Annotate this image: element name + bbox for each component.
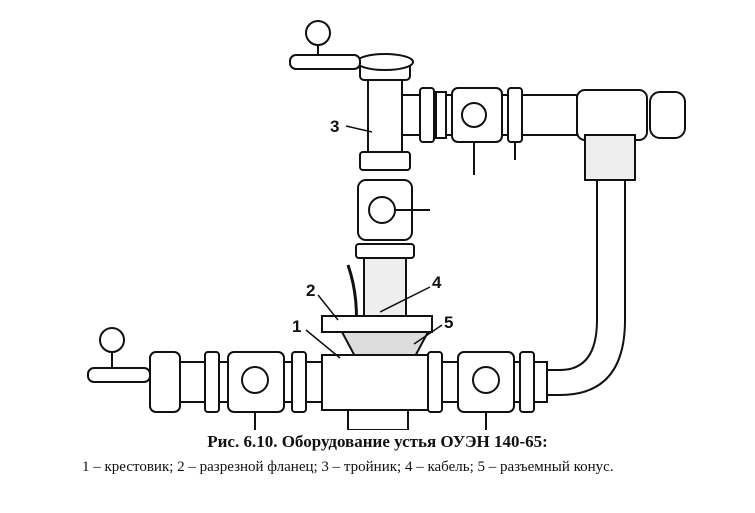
upper-right-cross (576, 89, 648, 141)
flange-right-1 (419, 87, 435, 143)
lower-cross-body (321, 354, 433, 411)
flange-right-2 (435, 91, 447, 139)
left-end-cap (149, 351, 181, 413)
figure-caption-legend: 1 – крестовик; 2 – разрезной фланец; 3 –… (82, 459, 614, 475)
top-manometer-icon (305, 20, 331, 46)
tee-bottom-flange (359, 151, 411, 171)
tee-top-cap (356, 53, 414, 71)
callout-label-4: 4 (432, 273, 442, 292)
leader-2 (317, 294, 339, 321)
wellhead-equipment-diagram: 1 2 3 4 5 (87, 20, 686, 430)
bypass-pipe (540, 180, 626, 396)
left-flange-2 (291, 351, 307, 413)
left-flange-1 (204, 351, 220, 413)
right-flange-1 (427, 351, 443, 413)
callout-label-5: 5 (444, 313, 453, 332)
flange-right-3 (507, 87, 523, 143)
leader-5 (413, 324, 443, 345)
leader-4 (379, 286, 431, 313)
tee-vertical-body (367, 79, 403, 161)
figure-caption-title: Рис. 6.10. Оборудование устья ОУЭН 140-6… (207, 432, 548, 451)
upper-right-body (584, 134, 636, 181)
top-valve-wheel-icon (461, 102, 487, 128)
mid-valve-wheel-icon (368, 196, 396, 224)
top-needle-valve (289, 54, 361, 70)
lower-cross-bottom (347, 409, 409, 430)
callout-label-3: 3 (330, 117, 339, 136)
right-flange-2 (519, 351, 535, 413)
callout-label-2: 2 (306, 281, 315, 300)
bottom-manometer-icon (99, 327, 125, 353)
split-flange (321, 315, 433, 333)
leader-1 (305, 329, 341, 359)
right-valve-wheel-icon (472, 366, 500, 394)
callout-label-1: 1 (292, 317, 301, 336)
leader-3 (345, 125, 373, 133)
bottom-needle-valve (87, 367, 151, 383)
left-valve-wheel-icon (241, 366, 269, 394)
mid-valve-lower-flange (355, 243, 415, 259)
upper-right-cap (649, 91, 686, 139)
